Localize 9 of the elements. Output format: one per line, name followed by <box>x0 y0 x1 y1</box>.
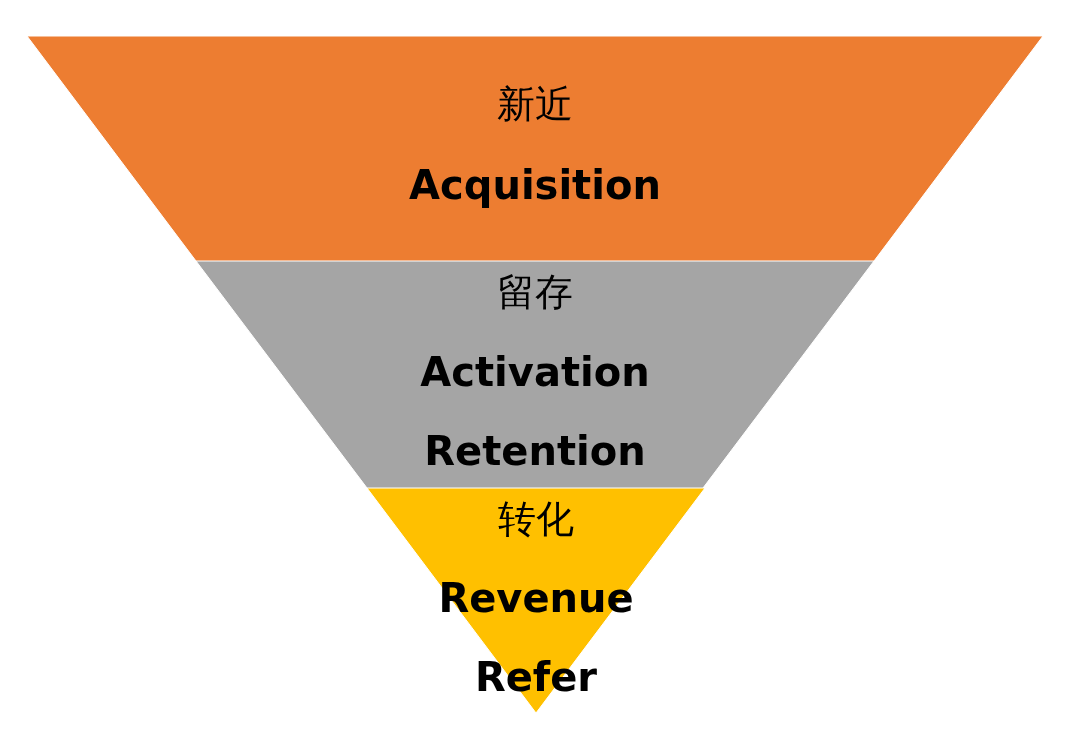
stage-heading: 转化 <box>498 499 574 541</box>
stage-label: Acquisition <box>409 163 661 207</box>
funnel-segment <box>196 261 874 488</box>
stage-label: Retention <box>424 429 646 473</box>
funnel-segment <box>27 36 1043 261</box>
stage-heading: 留存 <box>497 272 573 314</box>
stage-label: Activation <box>420 350 650 394</box>
stage-heading: 新近 <box>497 84 573 126</box>
funnel-segment <box>367 488 705 713</box>
